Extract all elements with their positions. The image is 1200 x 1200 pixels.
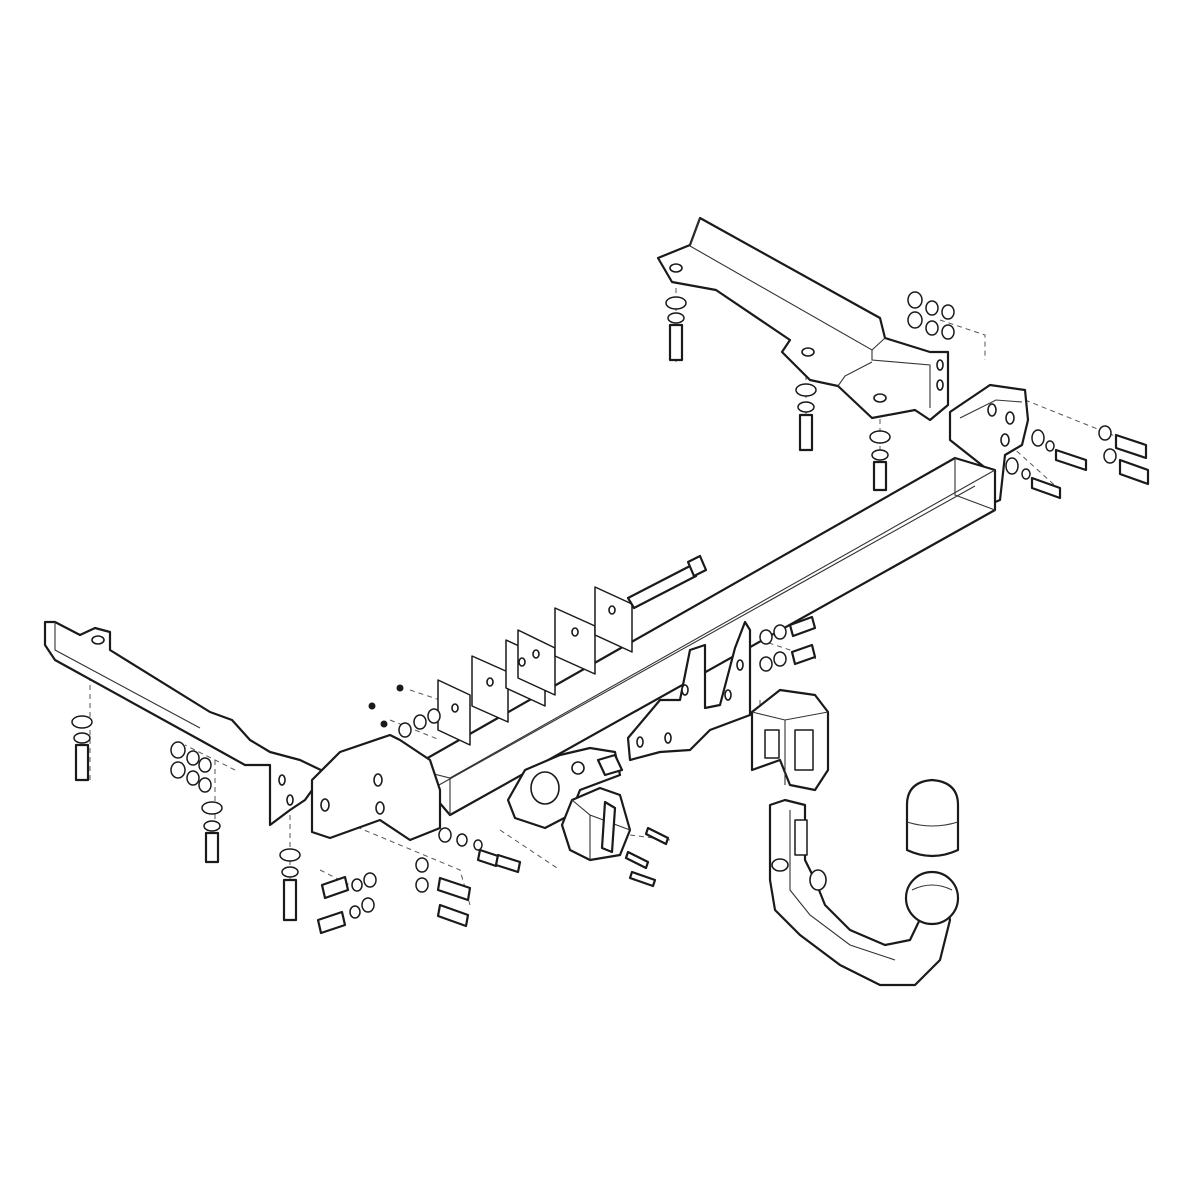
right-side-bracket [656, 216, 950, 422]
tow-ball [904, 870, 960, 926]
long-bolt [626, 554, 708, 610]
crossbar-tube [408, 456, 997, 817]
centre-mount-plates [626, 620, 752, 762]
socket-mounting-plate [506, 746, 624, 830]
left-end-plate [310, 733, 442, 842]
tow-ball-receiver [750, 688, 830, 792]
left-side-bracket [43, 620, 327, 827]
bumper-support-plates [437, 586, 633, 746]
electrical-socket [560, 786, 632, 862]
right-end-plate [948, 383, 1030, 507]
tow-ball-cap [905, 778, 960, 858]
detachable-tow-ball-neck [768, 798, 952, 987]
hardware-bolts-nuts-washers [71, 291, 1150, 935]
